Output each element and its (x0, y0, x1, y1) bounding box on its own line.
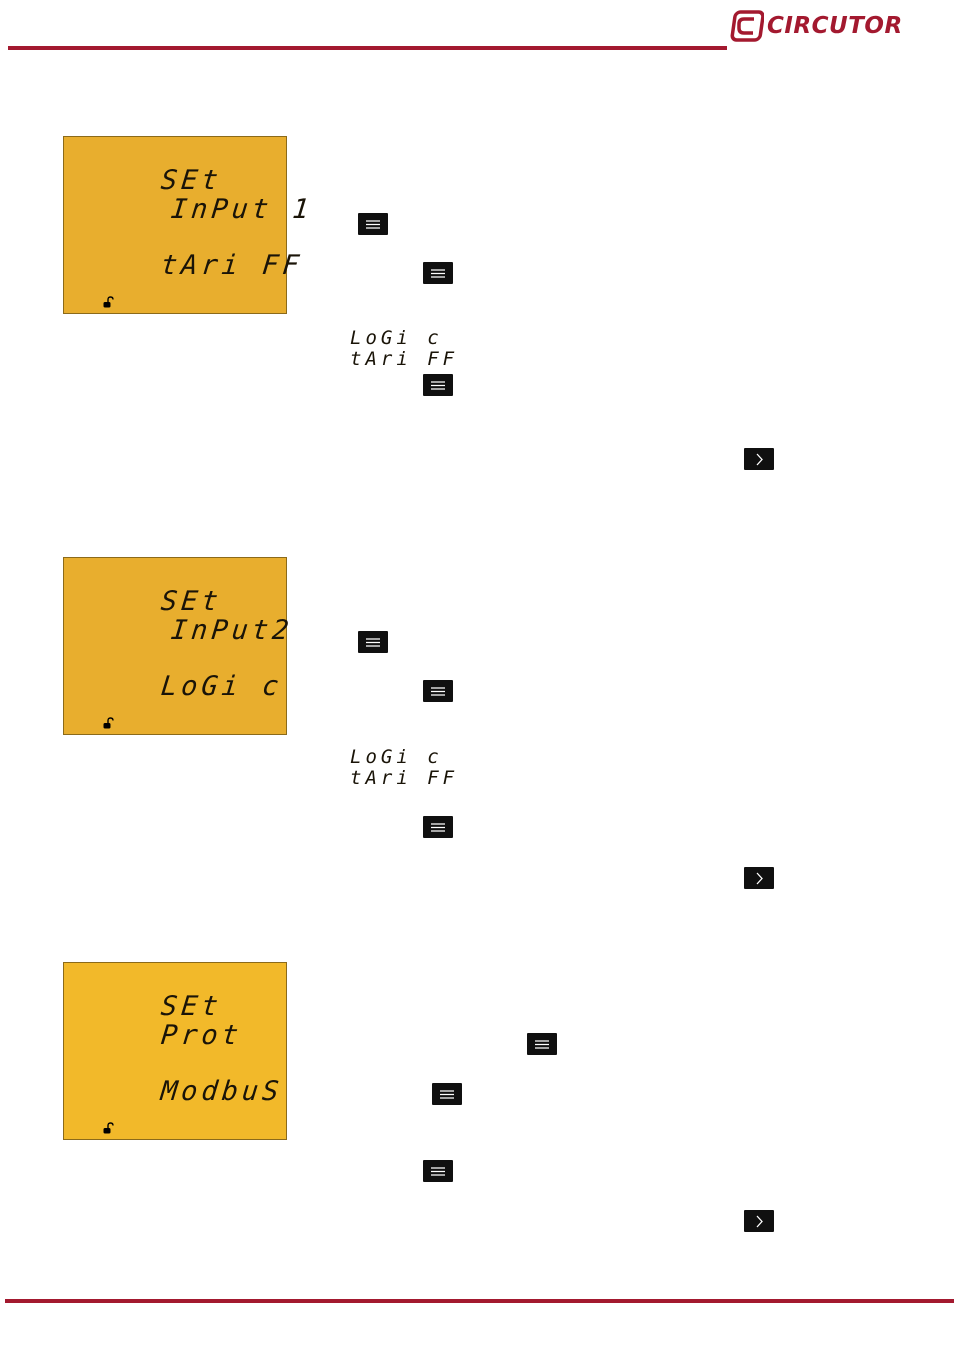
lcd-line-3: ModbuS (159, 1076, 285, 1107)
brand-name: CIRCUTOR (767, 13, 903, 39)
option-tariff-label: tAri FF (350, 348, 459, 370)
lcd-screen-protocol: SEt Prot ModbuS (63, 962, 287, 1140)
menu-key-icon (358, 631, 388, 653)
menu-key-icon (423, 680, 453, 702)
next-key-icon (744, 448, 774, 470)
next-key-icon (744, 867, 774, 889)
lcd-line-2: InPut2 (169, 615, 295, 646)
header-rule (8, 46, 727, 50)
menu-key-icon (432, 1083, 462, 1105)
lcd-line-3: LoGi c (159, 671, 285, 702)
brand-logo: CIRCUTOR (730, 8, 903, 44)
unlocked-padlock-icon (103, 717, 114, 729)
lcd-line-1: SEt (159, 586, 224, 617)
lcd-screen-input1: SEt InPut 1 tAri FF (63, 136, 314, 314)
option-logic-label: LoGi c (350, 746, 443, 768)
lcd-line-2: Prot (159, 1020, 244, 1051)
lcd-line-1: SEt (159, 991, 224, 1022)
menu-key-icon (423, 816, 453, 838)
menu-key-icon (527, 1033, 557, 1055)
lcd-line-2: InPut 1 (169, 194, 315, 225)
menu-key-icon (358, 213, 388, 235)
lcd-line-3: tAri FF (159, 250, 305, 281)
option-logic-label: LoGi c (350, 327, 443, 349)
next-key-icon (744, 1210, 774, 1232)
unlocked-padlock-icon (103, 296, 114, 308)
option-tariff-label: tAri FF (350, 767, 459, 789)
lcd-line-1: SEt (159, 165, 224, 196)
menu-key-icon (423, 262, 453, 284)
footer-rule (5, 1299, 954, 1303)
menu-key-icon (423, 374, 453, 396)
menu-key-icon (423, 1160, 453, 1182)
unlocked-padlock-icon (103, 1122, 114, 1134)
circutor-logo-icon (730, 10, 764, 42)
lcd-screen-input2: SEt InPut2 LoGi c (63, 557, 294, 735)
